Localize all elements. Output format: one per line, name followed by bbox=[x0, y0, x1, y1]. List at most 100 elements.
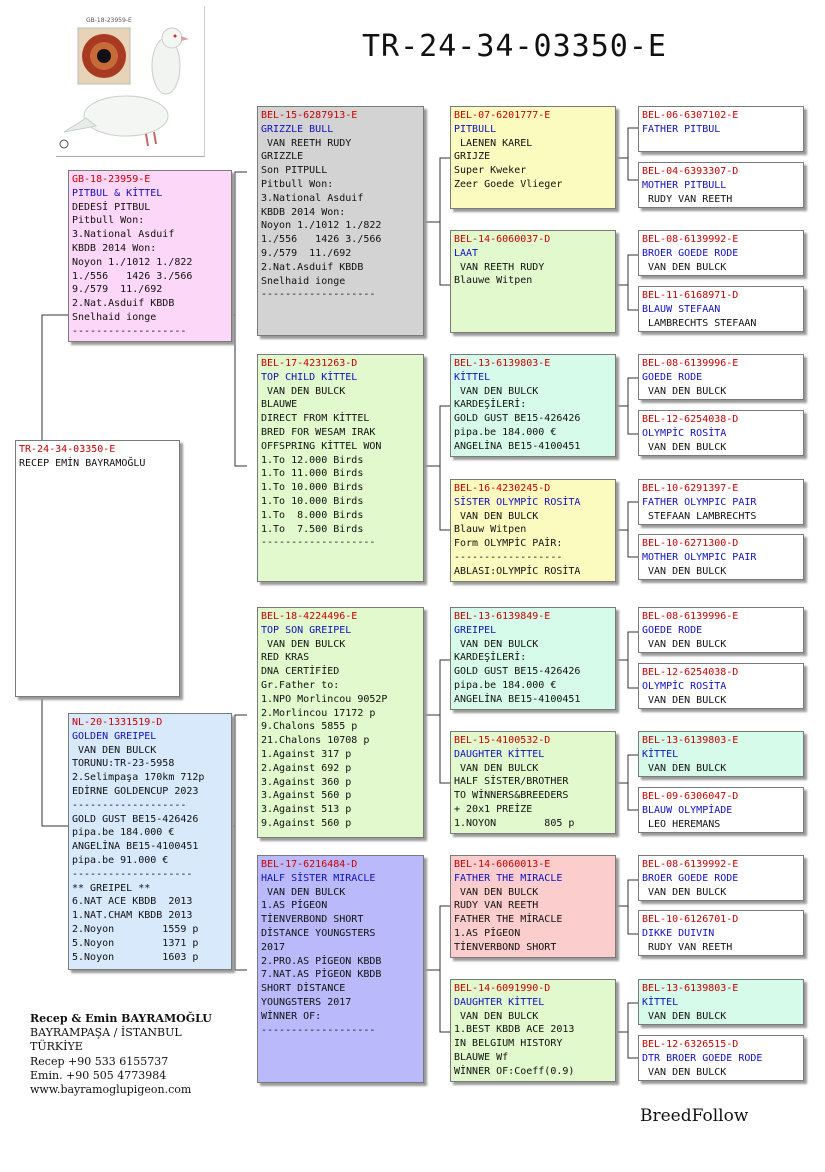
pigeon-info-line: 2.Nat.Asduif KBDB bbox=[72, 298, 175, 310]
pigeon-info-line: 1.To 7.500 Birds bbox=[261, 523, 364, 535]
pigeon-card-gen5[interactable]: BEL-10-6126701-D DIKKE DUIVIN RUDY VAN RE… bbox=[638, 910, 804, 956]
ring-number: BEL-17-4231263-D bbox=[261, 358, 358, 369]
pigeon-info-line: VAN DEN BULCK bbox=[642, 441, 727, 453]
pigeon-info-line: -------------------- bbox=[72, 868, 193, 880]
ring-number: BEL-16-4230245-D bbox=[454, 483, 551, 494]
ring-number: BEL-15-4100532-D bbox=[454, 735, 551, 746]
photo-caption: GB-18-23959-E bbox=[86, 17, 132, 24]
ring-number: BEL-08-6139992-E bbox=[642, 859, 739, 870]
pigeon-info-line: VAN DEN BULCK bbox=[454, 385, 539, 397]
pigeon-info-line: 1.To 10.000 Birds bbox=[261, 482, 364, 494]
ring-number: BEL-17-6216484-D bbox=[261, 859, 358, 870]
pigeon-info-line: Snelhaid ionge bbox=[261, 275, 346, 287]
pigeon-info-line: 1.NOYON 805 p bbox=[454, 817, 575, 829]
ring-number: BEL-13-6139803-E bbox=[642, 735, 739, 746]
pigeon-info-line: GOLD GUST BE15-426426 bbox=[454, 666, 581, 678]
owner-phone: Emin. +90 505 4773984 bbox=[30, 1068, 167, 1082]
pigeon-info-line: OFFSPRING KİTTEL WON bbox=[261, 440, 382, 452]
pigeon-name: FATHER THE MIRACLE bbox=[454, 872, 563, 884]
pigeon-name: GRIZZLE BULL bbox=[261, 123, 334, 135]
pigeon-info-line: DEDESİ PITBUL bbox=[72, 201, 151, 213]
pigeon-info-line: 5.Noyon 1603 p bbox=[72, 951, 199, 963]
pigeon-info-line: Form OLYMPİC PAİR: bbox=[454, 538, 563, 550]
pigeon-name: HALF SİSTER MIRACLE bbox=[261, 872, 376, 884]
pigeon-info-line: 2.Morlincou 17172 p bbox=[261, 707, 376, 719]
pigeon-info-line: Son PITPULL bbox=[261, 165, 328, 177]
pigeon-card-maternal-grandmother[interactable]: BEL-17-6216484-D HALF SİSTER MIRACLE VAN … bbox=[257, 855, 424, 1083]
ring-number: BEL-07-6201777-E bbox=[454, 110, 551, 121]
pigeon-info-line: 1./556 1426 3./566 bbox=[261, 234, 382, 246]
pigeon-card-fff[interactable]: BEL-07-6201777-E PITBULL LAENEN KAREL GRIJ… bbox=[450, 106, 616, 209]
pigeon-info-line: Pitbull Won: bbox=[261, 178, 334, 190]
ring-number: BEL-10-6291397-E bbox=[642, 483, 739, 494]
pigeon-info-line: VAN DEN BULCK bbox=[261, 385, 346, 397]
pigeon-info-line: 9./579 11./692 bbox=[261, 247, 352, 259]
pigeon-info-line: 6.NAT ACE KBDB 2013 bbox=[72, 896, 193, 908]
pigeon-name: PITBULL bbox=[454, 123, 497, 135]
pigeon-info-line: ANGELİNA BE15-4100451 bbox=[72, 841, 199, 853]
pigeon-info-line: VAN DEN BULCK bbox=[454, 1010, 539, 1022]
pigeon-info-line: TİENVERBOND SHORT bbox=[261, 914, 364, 926]
pigeon-name: LAAT bbox=[454, 247, 479, 259]
pigeon-info-line: GRIJZE bbox=[454, 151, 491, 163]
pigeon-info-line: VAN DEN BULCK bbox=[642, 638, 727, 650]
pigeon-info-line: BLAUWE bbox=[261, 399, 298, 411]
pigeon-info-line: KBDB 2014 Won: bbox=[72, 242, 157, 254]
pigeon-info-line: VAN DEN BULCK bbox=[261, 886, 346, 898]
pigeon-info-line: 1.BEST KBDB ACE 2013 bbox=[454, 1024, 575, 1036]
ring-number: BEL-10-6126701-D bbox=[642, 914, 739, 925]
pigeon-info-line: 3.National Asduif bbox=[72, 229, 175, 241]
pigeon-info-line: VAN REETH RUDY bbox=[454, 261, 545, 273]
pigeon-info-line: VAN DEN BULCK bbox=[642, 261, 727, 273]
owner-info: Recep & Emin BAYRAMOĞLU BAYRAMPAŞA / İST… bbox=[30, 1012, 212, 1097]
pigeon-info-line: Noyon 1./1012 1./822 bbox=[72, 256, 193, 268]
pigeon-name: BLAUW OLYMPİADE bbox=[642, 804, 733, 816]
ring-number: BEL-11-6168971-D bbox=[642, 290, 739, 301]
pigeon-info-line: TO WİNNERS&BREEDERS bbox=[454, 790, 569, 802]
pigeon-info-line: VAN DEN BULCK bbox=[261, 638, 346, 650]
pigeon-info-line: DİSTANCE YOUNGSTERS bbox=[261, 927, 376, 939]
pigeon-info-line: RUDY VAN REETH bbox=[642, 941, 733, 953]
pigeon-info-line: VAN DEN BULCK bbox=[642, 694, 727, 706]
pigeon-info-line: FATHER THE MİRACLE bbox=[454, 914, 563, 926]
owner-line: BAYRAMPAŞA / İSTANBUL bbox=[30, 1026, 182, 1040]
owner-website-link[interactable]: www.bayramoglupigeon.com bbox=[30, 1083, 192, 1097]
pigeon-name: DIKKE DUIVIN bbox=[642, 927, 715, 939]
pigeon-info-line: 9.Against 560 p bbox=[261, 817, 352, 829]
pigeon-info-line: DIRECT FROM KİTTEL bbox=[261, 413, 370, 425]
pigeon-name: DAUGHTER KİTTEL bbox=[454, 996, 545, 1008]
pigeon-name: GREIPEL bbox=[454, 624, 497, 636]
pigeon-info-line: VAN DEN BULCK bbox=[72, 744, 157, 756]
pigeon-info-line: LAENEN KAREL bbox=[454, 137, 533, 149]
pigeon-info-line: 2.Nat.Asduif KBDB bbox=[261, 261, 364, 273]
